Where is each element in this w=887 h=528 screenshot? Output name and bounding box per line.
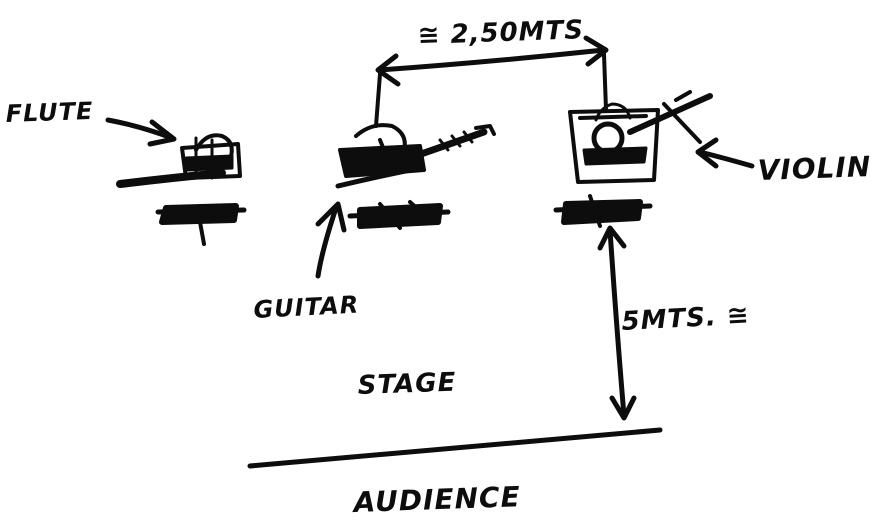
guitar-position: GUITAR — [253, 123, 496, 324]
audience-distance-label: 5MTS. ≅ — [621, 300, 751, 337]
flute-label: FLUTE — [5, 97, 94, 128]
violin-label: VIOLIN — [757, 150, 872, 187]
spacing-arrowhead-right — [583, 35, 609, 67]
violin-pointer-arrowhead — [695, 137, 719, 169]
flute-pointer-arrowhead — [147, 119, 177, 147]
guitar-label: GUITAR — [253, 290, 360, 323]
violin-chair-icon — [568, 102, 660, 184]
violin-instrument-icon — [627, 90, 713, 144]
flute-instrument-icon — [116, 169, 226, 188]
violin-position: VIOLIN — [553, 90, 872, 228]
musician-spacing-dimension: ≅ 2,50MTS — [374, 15, 609, 128]
violin-music-stand-icon — [553, 194, 653, 228]
guitar-pointer-arrow — [315, 205, 339, 279]
audience-distance-dimension: 5MTS. ≅ — [597, 225, 751, 421]
flute-music-stand-icon — [155, 203, 247, 246]
guitar-music-stand-icon — [347, 200, 451, 230]
flute-chair-icon — [180, 133, 242, 180]
spacing-extension-left — [374, 72, 382, 128]
audience-distance-line — [607, 227, 627, 419]
flute-position: FLUTE — [5, 97, 247, 246]
stage-label: STAGE — [357, 368, 457, 401]
spacing-arrowhead-left — [375, 53, 401, 87]
audience-label: AUDIENCE — [351, 480, 521, 519]
guitar-pointer-arrowhead — [315, 201, 347, 233]
spacing-extension-right — [602, 52, 608, 112]
spacing-distance-label: ≅ 2,50MTS — [417, 15, 584, 51]
guitar-instrument-icon — [400, 124, 496, 164]
violin-pointer-arrow — [697, 149, 755, 169]
audience-distance-arrowhead-bottom — [609, 395, 637, 421]
stage-front-edge-line — [247, 427, 663, 469]
audience-distance-arrowhead-top — [597, 225, 627, 251]
guitar-chair-icon — [335, 123, 426, 189]
spacing-dimension-line — [377, 47, 607, 73]
